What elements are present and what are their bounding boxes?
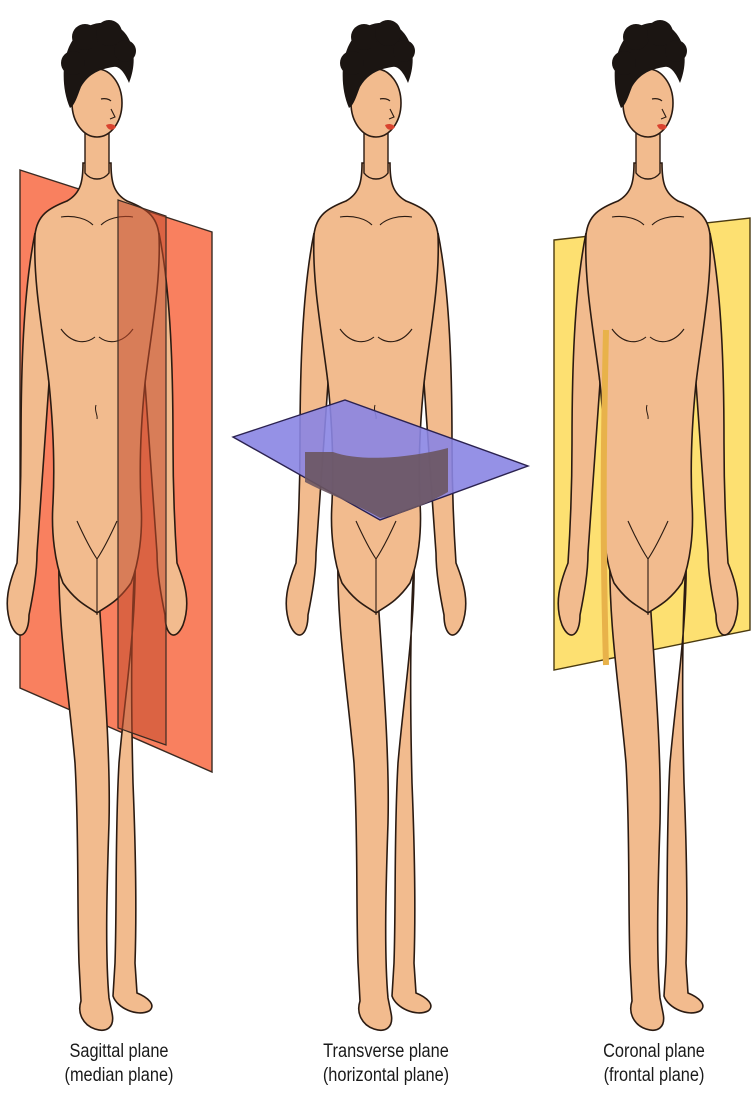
transverse-figure-group: [233, 20, 528, 1030]
coronal-caption: Coronal plane (frontal plane): [568, 1040, 740, 1088]
transverse-label: Transverse plane: [300, 1040, 472, 1064]
coronal-sublabel: (frontal plane): [568, 1064, 740, 1088]
transverse-figure: [286, 20, 466, 1030]
coronal-figure: [558, 20, 738, 1030]
coronal-figure-group: [554, 20, 750, 1030]
sagittal-label: Sagittal plane: [33, 1040, 205, 1064]
coronal-plane-edge: [604, 330, 606, 665]
sagittal-caption: Sagittal plane (median plane): [33, 1040, 205, 1088]
sagittal-sublabel: (median plane): [33, 1064, 205, 1088]
sagittal-plane-front: [118, 200, 166, 745]
coronal-label: Coronal plane: [568, 1040, 740, 1064]
sagittal-figure-group: [7, 20, 212, 1030]
transverse-caption: Transverse plane (horizontal plane): [300, 1040, 472, 1088]
transverse-sublabel: (horizontal plane): [300, 1064, 472, 1088]
transverse-section-band: [305, 448, 448, 518]
